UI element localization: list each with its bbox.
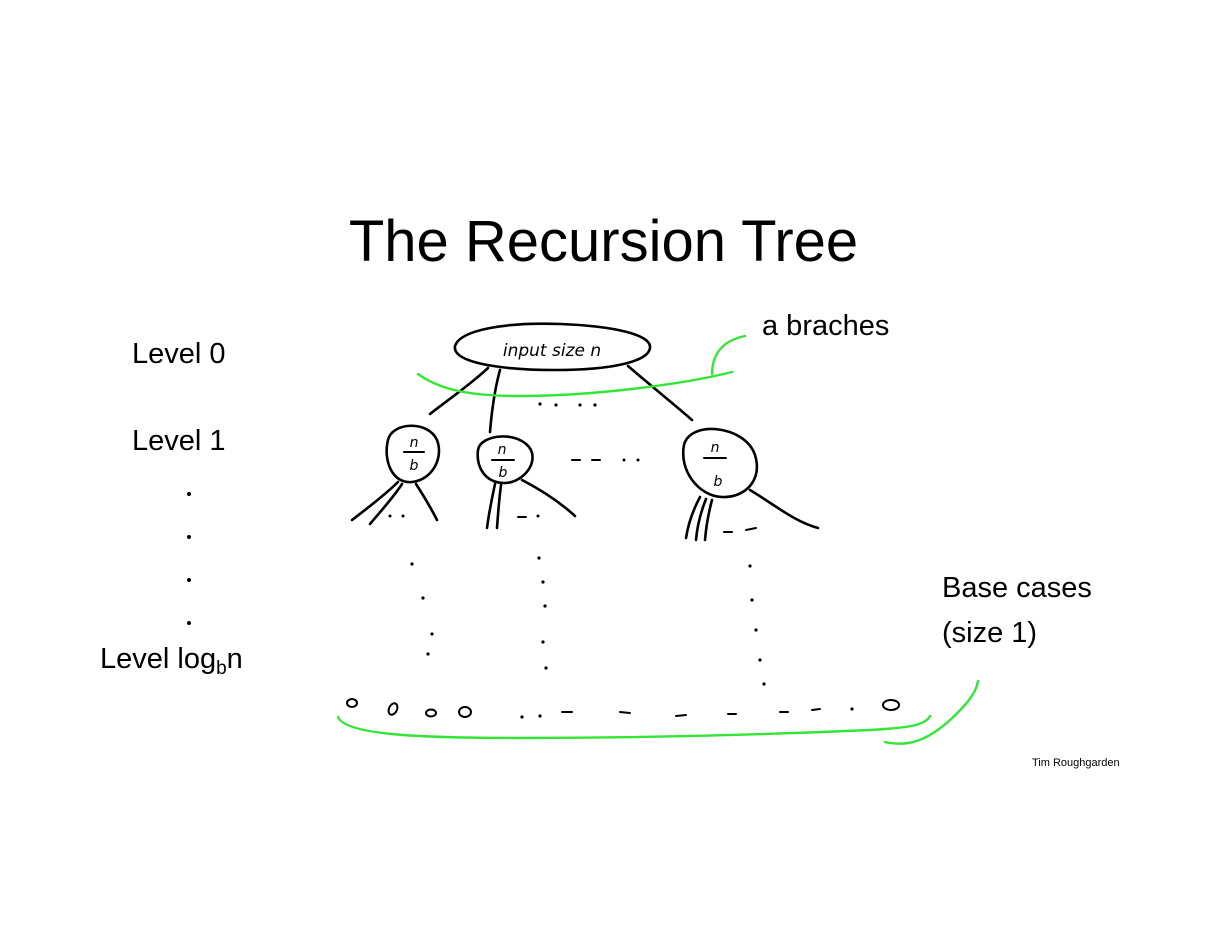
dotted-column-left [410, 562, 434, 656]
branches-highlight [416, 334, 747, 398]
edge-root-child-3 [626, 364, 694, 422]
edge-root-child-1 [428, 366, 490, 416]
level-last-prefix: Level log [100, 643, 217, 675]
base-case-leaves [346, 698, 900, 719]
edge-root-child-2 [488, 368, 502, 434]
child-node-1-numerator: n [410, 435, 419, 451]
child-node-2-numerator: n [498, 442, 507, 458]
child-node-1: n b [385, 424, 441, 484]
slide-title: The Recursion Tree [348, 209, 859, 274]
ellipsis-dot [187, 621, 191, 625]
ellipsis-dot [187, 578, 191, 582]
base-cases-highlight [336, 679, 980, 745]
child-node-3: n b [681, 427, 759, 499]
dotted-column-middle [537, 556, 548, 670]
branches-annotation: a braches [762, 310, 890, 342]
root-node: input size n [453, 322, 652, 372]
base-cases-annotation-line1: Base cases [942, 572, 1092, 604]
level-0-label: Level 0 [132, 338, 226, 370]
child-node-3-denominator: b [714, 474, 723, 490]
author-credit: Tim Roughgarden [1032, 757, 1120, 769]
child-node-3-numerator: n [711, 440, 720, 456]
root-edge-ellipsis [538, 402, 597, 407]
root-node-label: input size n [503, 341, 601, 361]
ellipsis-dot [187, 535, 191, 539]
child-node-2-denominator: b [499, 465, 508, 481]
level-last-subscript: b [216, 658, 227, 679]
level-1-label: Level 1 [132, 425, 226, 457]
level-last-suffix: n [226, 643, 243, 675]
ellipsis-dot [187, 492, 191, 496]
level-last-label: Level logbn [100, 641, 243, 687]
children-ellipsis [571, 458, 640, 462]
base-cases-annotation-line2: (size 1) [942, 617, 1038, 649]
dotted-column-right [748, 564, 766, 686]
child-2-subtree-edges [485, 478, 577, 530]
child-node-2: n b [476, 435, 534, 485]
child-1-subtree-edges [350, 480, 439, 526]
child-node-1-denominator: b [410, 458, 419, 474]
child-3-subtree-edges [684, 488, 820, 542]
